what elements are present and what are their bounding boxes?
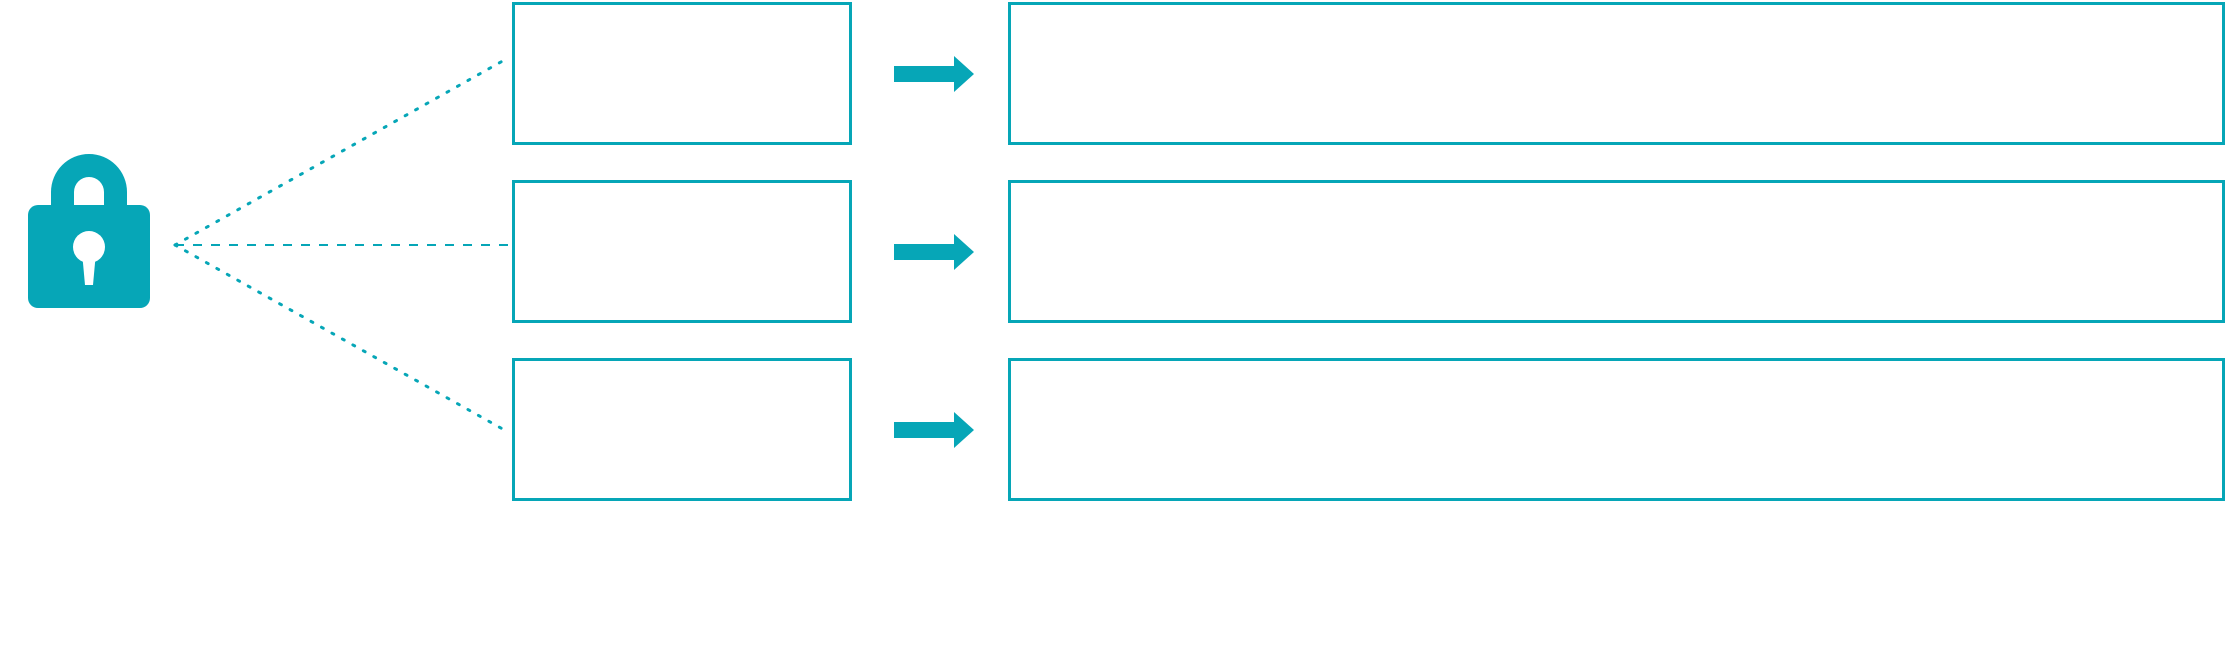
diagram-row <box>0 358 2229 501</box>
arrow-right-icon <box>894 232 974 272</box>
target-box[interactable] <box>1008 2 2225 145</box>
padlock-icon <box>26 152 152 310</box>
target-box[interactable] <box>1008 358 2225 501</box>
target-box[interactable] <box>1008 180 2225 323</box>
source-box[interactable] <box>512 2 852 145</box>
arrow-right-icon <box>894 54 974 94</box>
diagram-row <box>0 2 2229 145</box>
diagram-row <box>0 180 2229 323</box>
source-box[interactable] <box>512 180 852 323</box>
arrow-right-icon <box>894 410 974 450</box>
source-box[interactable] <box>512 358 852 501</box>
